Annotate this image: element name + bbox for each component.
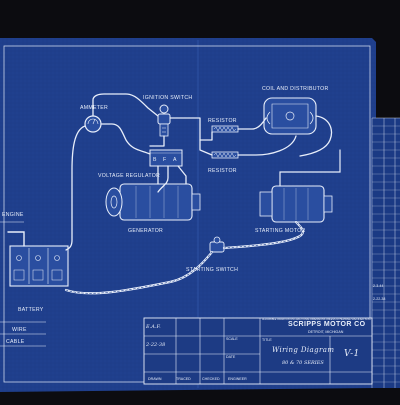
ammeter [84,115,102,133]
footer-engineer: ENGINEER [228,377,247,381]
generator-label: GENERATOR [128,228,163,234]
ignition-switch [157,104,171,137]
tolerance-note: ALLOWABLE VARIATION ON FRACTIONAL DIMENS… [262,318,371,321]
wiring [65,93,333,251]
revision-table: 2-3-44 2-22-38 [371,117,400,388]
legend-wire: WIRE [12,327,27,333]
ammeter-label: AMMETER [80,105,108,111]
revision-note-1: 2-3-44 [373,284,383,288]
battery-cable [7,149,341,295]
ignition-switch-label: IGNITION SWITCH [143,95,192,101]
footer-drawn: DRAWN [148,377,162,381]
company-name: SCRIPPS MOTOR CO [288,321,366,328]
footer-checked: CHECKED [202,377,220,381]
starting-motor-label: STARTING MOTOR [255,228,306,234]
title-block [143,317,373,385]
coil-distributor-label: COIL AND DISTRIBUTOR [262,86,329,92]
resistor-bottom [211,151,239,159]
resistor-top-label: RESISTOR [208,118,237,124]
regulator-terminal-f: F [163,157,166,163]
coil-and-distributor [263,97,317,135]
resistor-bottom-label: RESISTOR [208,168,237,174]
scale-caption: SCALE [226,337,238,341]
footer-traced: TRACED [176,377,191,381]
starting-switch-label: STARTING SWITCH [186,267,238,273]
title-caption: TITLE [262,338,272,342]
company-city: DETROIT, MICHIGAN [308,330,344,334]
drawn-by: E.A.F. [145,324,161,330]
battery-label: BATTERY [18,307,44,313]
date-caption: DATE [226,355,236,359]
resistor-top [211,125,239,133]
drawing-date: 2-22-38 [145,342,165,348]
regulator-terminal-a: A [173,157,177,163]
wire-legend [0,321,46,347]
drawing-number: V-1 [344,349,360,359]
voltage-regulator [149,149,183,167]
generator [105,183,201,221]
drawing-series: 80 & 70 SERIES [282,360,324,366]
voltage-regulator-label: VOLTAGE REGULATOR [98,173,160,179]
starting-motor [259,185,333,223]
revision-note-2: 2-22-38 [373,297,385,301]
battery [9,245,69,287]
engine-label: ENGINE [2,212,24,218]
drawing-title: Wiring Diagram [272,346,334,354]
legend-cable: CABLE [6,339,25,345]
regulator-terminal-b: B [153,157,157,163]
